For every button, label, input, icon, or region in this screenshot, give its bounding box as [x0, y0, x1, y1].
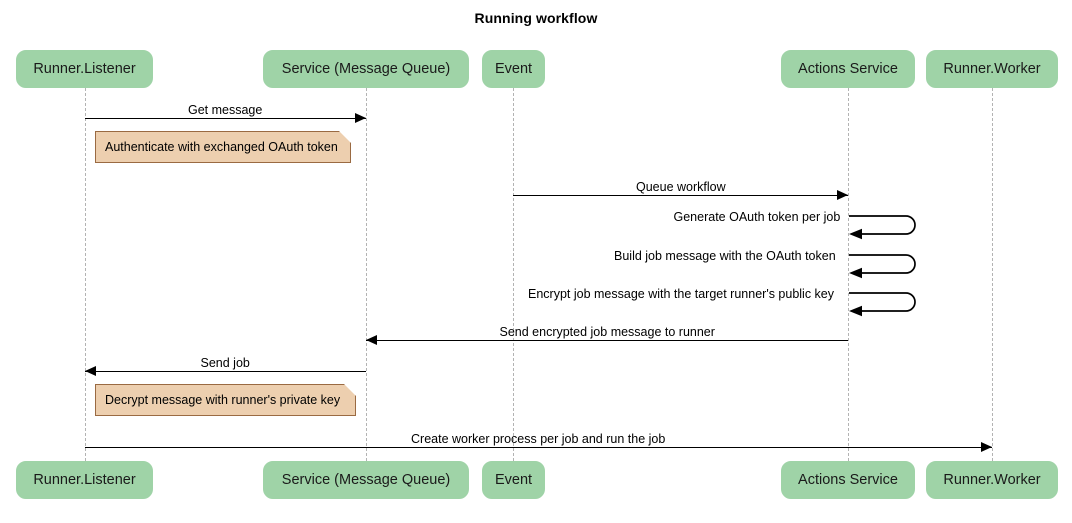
selfloop-generate-oauth-token-per-job	[849, 215, 919, 245]
diagram-title: Running workflow	[474, 10, 598, 26]
message-line-get-message	[85, 118, 366, 119]
note-fold-corner-icon	[344, 384, 356, 396]
note-fold-corner-icon	[339, 131, 351, 143]
message-label-send-encrypted-job-message-to-runner: Send encrypted job message to runner	[499, 325, 715, 339]
lifeline-runner-worker	[992, 88, 993, 461]
participant-runner-worker-footer[interactable]: Runner.Worker	[926, 461, 1058, 499]
participant-runner-worker-header[interactable]: Runner.Worker	[926, 50, 1058, 88]
message-label-get-message: Get message	[188, 103, 263, 117]
lifeline-runner-listener	[85, 88, 86, 461]
participant-event-header[interactable]: Event	[482, 50, 545, 88]
participant-service-message-queue-header[interactable]: Service (Message Queue)	[263, 50, 469, 88]
message-label-queue-workflow: Queue workflow	[636, 180, 726, 194]
note-authenticate-with-exchanged-oauth-token: Authenticate with exchanged OAuth token	[95, 131, 351, 163]
note-decrypt-message-with-runners-private-key: Decrypt message with runner's private ke…	[95, 384, 356, 416]
message-label-send-job: Send job	[200, 356, 250, 370]
message-line-send-job	[85, 371, 366, 372]
participant-runner-listener-header[interactable]: Runner.Listener	[16, 50, 153, 88]
lifeline-event	[513, 88, 514, 461]
arrowhead-send-job	[85, 366, 96, 377]
arrowhead-send-encrypted-job-message-to-runner	[366, 335, 377, 346]
participant-service-message-queue-footer[interactable]: Service (Message Queue)	[263, 461, 469, 499]
selfloop-build-job-message-with-the-oauth-token	[849, 254, 919, 284]
selfloop-encrypt-job-message-with-the-target-runners-public-key	[849, 292, 919, 322]
message-label-build-job-message-with-the-oauth-token: Build job message with the OAuth token	[614, 249, 836, 263]
note-text-authenticate-with-exchanged-oauth-token: Authenticate with exchanged OAuth token	[105, 140, 338, 154]
arrowhead-get-message	[355, 113, 366, 124]
arrowhead-create-worker-process-per-job-and-run-the-job	[981, 442, 992, 453]
message-line-send-encrypted-job-message-to-runner	[366, 340, 848, 341]
message-label-create-worker-process-per-job-and-run-the-job: Create worker process per job and run th…	[411, 432, 666, 446]
lifeline-service-message-queue	[366, 88, 367, 461]
note-text-decrypt-message-with-runners-private-key: Decrypt message with runner's private ke…	[105, 393, 341, 407]
message-label-encrypt-job-message-with-the-target-runners-public-key: Encrypt job message with the target runn…	[528, 287, 835, 301]
participant-actions-service-header[interactable]: Actions Service	[781, 50, 915, 88]
message-line-queue-workflow	[513, 195, 848, 196]
lifeline-actions-service	[848, 88, 849, 461]
message-line-create-worker-process-per-job-and-run-the-job	[85, 447, 992, 448]
participant-runner-listener-footer[interactable]: Runner.Listener	[16, 461, 153, 499]
message-label-generate-oauth-token-per-job: Generate OAuth token per job	[673, 210, 841, 224]
participant-event-footer[interactable]: Event	[482, 461, 545, 499]
participant-actions-service-footer[interactable]: Actions Service	[781, 461, 915, 499]
arrowhead-queue-workflow	[837, 190, 848, 201]
